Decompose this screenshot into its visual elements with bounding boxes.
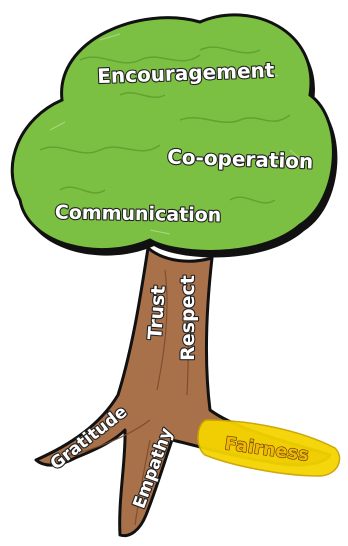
label-communication: Communication <box>55 202 222 227</box>
label-respect: Respect <box>177 275 199 361</box>
label-encouragement: Encouragement <box>97 58 275 88</box>
label-co-operation: Co-operation <box>167 144 314 173</box>
label-trust: Trust <box>144 285 170 341</box>
fairness-highlight <box>197 419 341 477</box>
tree-canopy <box>10 13 338 258</box>
